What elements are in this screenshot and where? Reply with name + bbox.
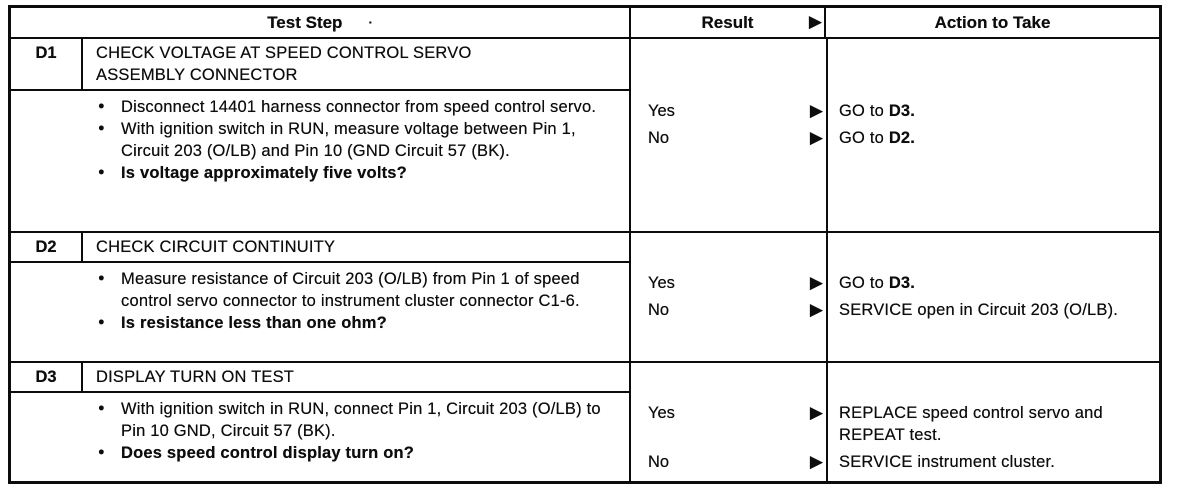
step-instructions: ● With ignition switch in RUN, connect Pi…	[11, 393, 629, 481]
result-arrow-icon: ▶	[809, 128, 823, 147]
col-header-result: Result ▶	[631, 8, 826, 37]
action-cell: REPLACE speed control servo and REPEAT t…	[826, 402, 1159, 446]
instruction-bullet: ● Disconnect 14401 harness connector from…	[11, 96, 615, 118]
instruction-text: Measure resistance of Circuit 203 (O/LB)…	[121, 270, 580, 310]
result-label: Yes	[648, 274, 675, 292]
result-cell: Yes ▶	[631, 272, 826, 294]
instruction-text: With ignition switch in RUN, connect Pin…	[121, 400, 601, 440]
instruction-bullet: ● Measure resistance of Circuit 203 (O/LB…	[11, 268, 615, 312]
step-title-band: D2 CHECK CIRCUIT CONTINUITY	[11, 233, 629, 263]
result-label: No	[648, 453, 670, 471]
action-text: SERVICE open in Circuit 203 (O/LB).	[839, 301, 1119, 319]
action-text: GO to D2.	[839, 129, 916, 147]
test-step-header-label: Test Step	[267, 13, 343, 32]
instruction-bullet: ● Does speed control display turn on?	[11, 442, 615, 464]
step-title-band: D3 DISPLAY TURN ON TEST	[11, 363, 629, 393]
result-arrow-icon: ▶	[809, 452, 823, 471]
result-arrow-icon: ▶	[809, 273, 823, 292]
instruction-bullet: ● With ignition switch in RUN, connect Pi…	[11, 398, 615, 442]
test-step-cell: D3 DISPLAY TURN ON TEST ● With ignition s…	[11, 363, 631, 481]
action-text: GO to D3.	[839, 102, 916, 120]
instruction-bullet: ● With ignition switch in RUN, measure vo…	[11, 118, 615, 162]
test-steps-body: D1 CHECK VOLTAGE AT SPEED CONTROL SERVO …	[11, 39, 1159, 481]
col-header-test-step: Test Step ·	[11, 8, 631, 37]
table-header-row: Test Step · Result ▶ Action to Take	[11, 8, 1159, 39]
action-step-ref: D2.	[888, 129, 916, 147]
bullet-icon: ●	[98, 446, 105, 458]
result-cell: Yes ▶	[631, 100, 826, 122]
bullet-icon: ●	[98, 316, 105, 328]
result-label: No	[648, 129, 670, 147]
step-title: CHECK VOLTAGE AT SPEED CONTROL SERVO ASS…	[96, 44, 472, 84]
scan-artifact-dot: ·	[368, 15, 373, 30]
action-step-ref: D3.	[888, 274, 916, 292]
result-arrow-icon: ▶	[809, 300, 823, 319]
test-step-row: D1 CHECK VOLTAGE AT SPEED CONTROL SERVO …	[11, 39, 1159, 231]
action-text: SERVICE instrument cluster.	[839, 453, 1056, 471]
bullet-icon: ●	[98, 100, 105, 112]
instruction-text: Is resistance less than one ohm?	[121, 314, 387, 332]
action-step-ref: D3.	[888, 102, 916, 120]
bullet-icon: ●	[98, 166, 105, 178]
action-cell: SERVICE open in Circuit 203 (O/LB).	[826, 299, 1159, 321]
pinpoint-test-table: Test Step · Result ▶ Action to Take D1 CH…	[8, 5, 1162, 484]
action-cell: GO to D2.	[826, 127, 1159, 149]
instruction-bullet: ● Is resistance less than one ohm?	[11, 312, 615, 334]
action-cell: GO to D3.	[826, 272, 1159, 294]
step-id: D3	[11, 363, 83, 391]
step-id: D2	[11, 233, 83, 261]
action-text: REPLACE speed control servo and REPEAT t…	[839, 404, 1103, 444]
instruction-bullet: ● Is voltage approximately five volts?	[11, 162, 615, 184]
result-arrow-icon: ▶	[809, 403, 823, 422]
step-outcomes: Yes ▶ GO to D3. No ▶ GO to D2.	[631, 39, 1159, 231]
outcome-row: Yes ▶ GO to D3.	[631, 100, 1159, 122]
action-cell: SERVICE instrument cluster.	[826, 451, 1159, 473]
step-title: DISPLAY TURN ON TEST	[96, 368, 295, 386]
test-step-row: D2 CHECK CIRCUIT CONTINUITY ● Measure res…	[11, 231, 1159, 361]
action-cell: GO to D3.	[826, 100, 1159, 122]
instruction-text: Is voltage approximately five volts?	[121, 164, 407, 182]
outcome-row: No ▶ SERVICE open in Circuit 203 (O/LB).	[631, 299, 1159, 321]
result-cell: No ▶	[631, 127, 826, 149]
bullet-icon: ●	[98, 402, 105, 414]
col-header-action: Action to Take	[934, 13, 1051, 32]
test-step-cell: D1 CHECK VOLTAGE AT SPEED CONTROL SERVO …	[11, 39, 631, 231]
step-id: D1	[11, 39, 83, 89]
test-step-cell: D2 CHECK CIRCUIT CONTINUITY ● Measure res…	[11, 233, 631, 361]
result-cell: No ▶	[631, 299, 826, 321]
step-outcomes: Yes ▶ GO to D3. No ▶ SERVICE open in Circuit …	[631, 233, 1159, 361]
step-instructions: ● Measure resistance of Circuit 203 (O/LB…	[11, 263, 629, 361]
outcome-row: Yes ▶ GO to D3.	[631, 272, 1159, 294]
instruction-text: Disconnect 14401 harness connector from …	[121, 98, 597, 116]
result-label: Yes	[648, 404, 675, 422]
instruction-text: Does speed control display turn on?	[121, 444, 415, 462]
outcome-row: No ▶ SERVICE instrument cluster.	[631, 451, 1159, 473]
instruction-text: With ignition switch in RUN, measure vol…	[121, 120, 576, 160]
step-title: CHECK CIRCUIT CONTINUITY	[96, 238, 336, 256]
outcome-row: Yes ▶ REPLACE speed control servo and REPE…	[631, 402, 1159, 446]
step-outcomes: Yes ▶ REPLACE speed control servo and REPE…	[631, 363, 1159, 481]
step-title-band: D1 CHECK VOLTAGE AT SPEED CONTROL SERVO …	[11, 39, 629, 91]
test-step-row: D3 DISPLAY TURN ON TEST ● With ignition s…	[11, 361, 1159, 481]
result-header-label: Result	[701, 13, 754, 32]
result-label: No	[648, 301, 670, 319]
result-label: Yes	[648, 102, 675, 120]
bullet-icon: ●	[98, 122, 105, 134]
result-arrow-icon: ▶	[809, 101, 823, 120]
result-cell: Yes ▶	[631, 402, 826, 424]
step-instructions: ● Disconnect 14401 harness connector from…	[11, 91, 629, 231]
bullet-icon: ●	[98, 272, 105, 284]
outcome-row: No ▶ GO to D2.	[631, 127, 1159, 149]
result-cell: No ▶	[631, 451, 826, 473]
result-arrow-icon: ▶	[808, 12, 822, 31]
action-text: GO to D3.	[839, 274, 916, 292]
